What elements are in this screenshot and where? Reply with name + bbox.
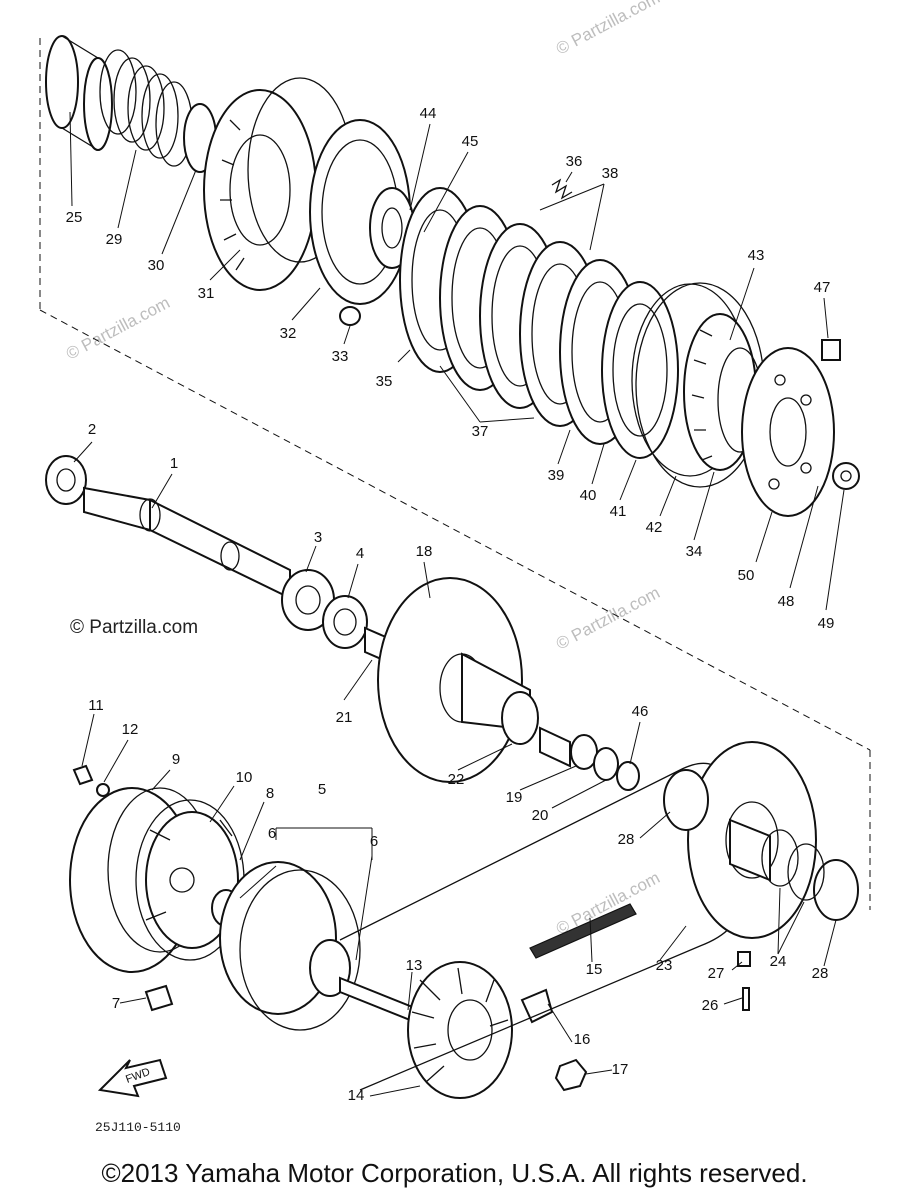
part-7-bush xyxy=(144,984,174,1012)
callout-10: 10 xyxy=(236,769,253,786)
part-5-primary-sheave xyxy=(219,861,361,1031)
part-17-nut xyxy=(554,1058,588,1092)
part-22-collar xyxy=(539,726,571,768)
callout-32: 32 xyxy=(280,325,297,342)
callout-39: 39 xyxy=(548,467,565,484)
part-33-bush xyxy=(339,306,361,326)
callout-45: 45 xyxy=(462,133,479,150)
clutch-assembly xyxy=(45,35,860,517)
callout-43: 43 xyxy=(748,247,765,264)
callout-16: 16 xyxy=(574,1031,591,1048)
callout-8: 8 xyxy=(266,785,274,802)
part-25-guide xyxy=(45,35,113,151)
watermark-text: © Partzilla.com xyxy=(553,868,663,939)
copyright-notice: ©2013 Yamaha Motor Corporation, U.S.A. A… xyxy=(101,1158,808,1188)
part-11-bolt xyxy=(72,764,94,786)
callout-34: 34 xyxy=(686,543,703,560)
callout-5: 5 xyxy=(318,781,326,798)
callout-7: 7 xyxy=(112,995,120,1012)
drive-assembly xyxy=(69,741,859,1099)
part-24-oring xyxy=(761,829,799,887)
callout-2: 2 xyxy=(88,421,96,438)
callout-labels: 25 29 30 31 32 33 44 45 36 38 35 37 39 4… xyxy=(66,105,835,1104)
part-47-pin xyxy=(821,339,841,361)
callout-1: 1 xyxy=(170,455,178,472)
callout-37: 37 xyxy=(472,423,489,440)
shaft-assembly xyxy=(45,455,640,791)
callout-15: 15 xyxy=(586,961,603,978)
callout-38: 38 xyxy=(602,165,619,182)
part-29-spring xyxy=(99,49,193,167)
callout-48: 48 xyxy=(778,593,795,610)
part-16-plate xyxy=(520,988,554,1024)
callout-44: 44 xyxy=(420,105,437,122)
part-36-spring xyxy=(551,178,573,200)
part-32-44-gear xyxy=(309,119,415,305)
callout-17: 17 xyxy=(612,1061,629,1078)
callout-27: 27 xyxy=(708,965,725,982)
callout-42: 42 xyxy=(646,519,663,536)
callout-20: 20 xyxy=(532,807,549,824)
callout-4: 4 xyxy=(356,545,364,562)
callout-33: 33 xyxy=(332,348,349,365)
part-46-washer xyxy=(616,761,640,791)
watermark-text: © Partzilla.com xyxy=(63,293,173,364)
callout-31: 31 xyxy=(198,285,215,302)
callout-6a: 6 xyxy=(268,825,276,842)
callout-41: 41 xyxy=(610,503,627,520)
part-28-seal xyxy=(663,769,709,831)
part-12-washer xyxy=(96,783,110,797)
part-50-pressure-plate xyxy=(741,347,835,517)
part-1-shaft xyxy=(83,486,291,600)
callout-19: 19 xyxy=(506,789,523,806)
part-18-sheave xyxy=(377,577,539,783)
diagram-code: 25J110-5110 xyxy=(95,1120,181,1135)
callout-6b: 6 xyxy=(370,833,378,850)
part-13-14-fan xyxy=(339,961,513,1099)
callout-49: 49 xyxy=(818,615,835,632)
part-26-pin xyxy=(742,987,750,1011)
watermark-text: © Partzilla.com xyxy=(553,583,663,654)
callout-13: 13 xyxy=(406,957,423,974)
watermark-text: © Partzilla.com xyxy=(553,0,663,59)
callout-47: 47 xyxy=(814,279,831,296)
part-2-bearing xyxy=(45,455,87,505)
callout-14: 14 xyxy=(348,1087,365,1104)
part-24-oring xyxy=(787,843,825,901)
callout-18: 18 xyxy=(416,543,433,560)
partzilla-credit: © Partzilla.com xyxy=(70,617,199,638)
callout-12: 12 xyxy=(122,721,139,738)
callout-24: 24 xyxy=(770,953,787,970)
callout-28b: 28 xyxy=(812,965,829,982)
callout-21: 21 xyxy=(336,709,353,726)
part-49-washer xyxy=(832,462,860,490)
part-48-nut xyxy=(840,470,852,482)
callout-11: 11 xyxy=(88,697,104,714)
callout-36: 36 xyxy=(566,153,583,170)
leader-lines xyxy=(69,111,845,1097)
callout-30: 30 xyxy=(148,257,165,274)
callout-46: 46 xyxy=(632,703,649,720)
part-28-seal xyxy=(813,859,859,921)
fwd-arrow-icon: FWD xyxy=(97,1058,168,1098)
callout-50: 50 xyxy=(738,567,755,584)
callout-22: 22 xyxy=(448,771,465,788)
callout-40: 40 xyxy=(580,487,597,504)
callout-35: 35 xyxy=(376,373,393,390)
callout-25: 25 xyxy=(66,209,83,226)
part-4-seal xyxy=(322,595,368,649)
callout-23: 23 xyxy=(656,957,673,974)
clutch-plate-stack xyxy=(399,187,765,488)
part-23-secondary-sheave xyxy=(687,741,817,939)
callout-3: 3 xyxy=(314,529,322,546)
callout-9: 9 xyxy=(172,751,180,768)
part-20-ring xyxy=(593,747,619,781)
callout-26: 26 xyxy=(702,997,719,1014)
callout-29: 29 xyxy=(106,231,123,248)
callout-28a: 28 xyxy=(618,831,635,848)
